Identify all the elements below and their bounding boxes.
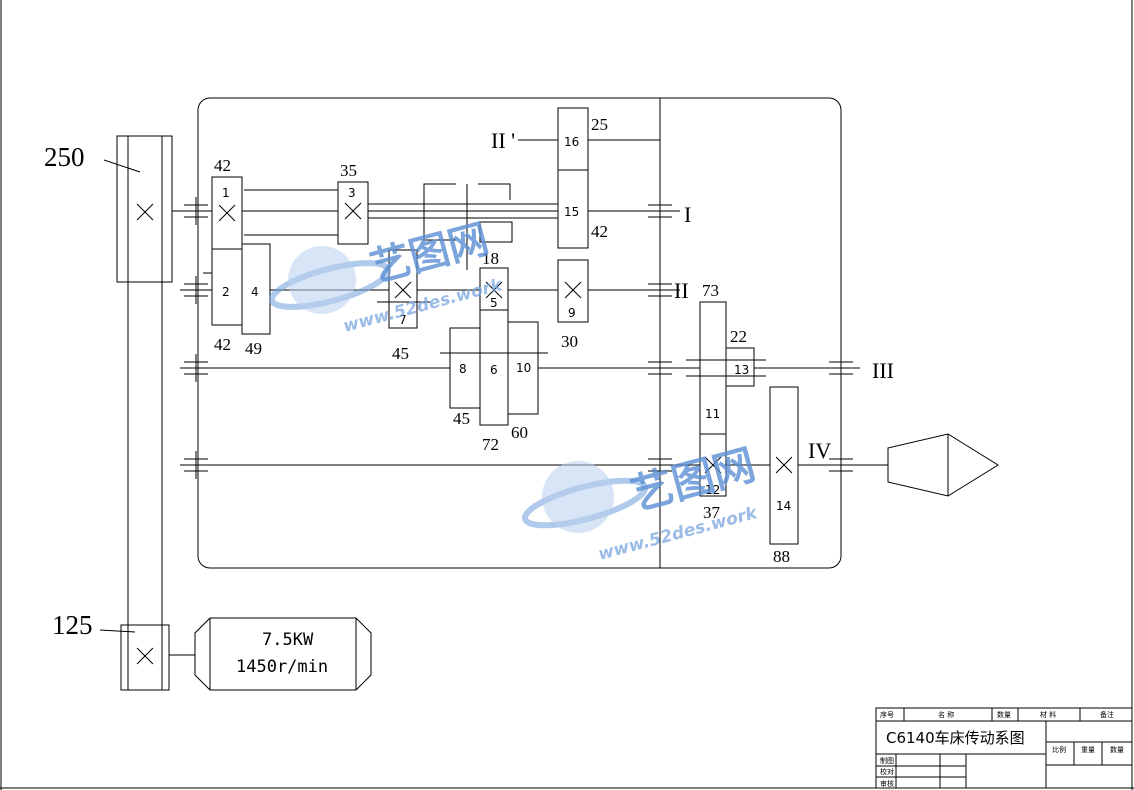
gear-6-id: 6 — [490, 363, 498, 377]
gear-16-teeth: 25 — [591, 115, 608, 134]
shaft-II-label: II — [674, 278, 689, 303]
watermark-1: 艺图网 www.52des.work — [268, 216, 506, 337]
belt-drive: 250 125 — [44, 135, 173, 691]
gear-16 — [557, 107, 589, 171]
gear-13-id: 13 — [734, 363, 749, 377]
gear-11-teeth: 73 — [702, 281, 719, 300]
gear-13-teeth: 22 — [730, 327, 747, 346]
pulley-250-label: 250 — [44, 142, 85, 172]
electric-motor: 7.5KW 1450r/min — [169, 617, 372, 691]
watermark-url-2: www.52des.work — [596, 503, 761, 565]
gear-4-teeth: 49 — [245, 339, 262, 358]
gear-6-teeth: 72 — [482, 435, 499, 454]
gear-10 — [507, 321, 539, 415]
gear-15-teeth: 42 — [591, 222, 608, 241]
gear-id-labels: 1 2 3 4 5 6 7 8 9 10 11 12 13 14 15 16 — [222, 135, 791, 513]
tb-header-material: 材 料 — [1040, 710, 1056, 719]
gear-16-id: 16 — [564, 135, 579, 149]
gear-11-id: 11 — [705, 407, 720, 421]
watermark-2: 艺图网 www.52des.work — [521, 440, 761, 565]
title-block: 序号 名 称 数量 材 料 备注 C6140车床传动系图 比例 重量 数量 制图… — [875, 707, 1133, 789]
tb-scale-label: 比例 — [1052, 745, 1066, 754]
gear-15 — [557, 169, 589, 249]
gearbox-housing — [197, 97, 842, 569]
gear-5 — [479, 267, 509, 311]
gear-3 — [337, 181, 369, 245]
gear-1-teeth: 42 — [214, 156, 231, 175]
tb-drawn-by: 制图 — [880, 756, 894, 765]
motor-speed: 1450r/min — [236, 657, 328, 677]
tb-header-qty: 数量 — [997, 710, 1011, 719]
gear-8-id: 8 — [459, 362, 467, 376]
gear-5-teeth: 18 — [482, 249, 499, 268]
gear-4 — [241, 243, 271, 335]
gear-15-id: 15 — [564, 205, 579, 219]
gear-14-id: 14 — [776, 499, 791, 513]
gear-9-teeth: 30 — [561, 332, 578, 351]
gear-5-id: 5 — [490, 296, 498, 310]
gear-8-teeth: 45 — [453, 409, 470, 428]
gear-8 — [449, 327, 481, 409]
shaft-IV-label: IV — [808, 438, 831, 463]
gears — [211, 107, 799, 545]
gear-9 — [557, 259, 589, 323]
tb-count-label: 数量 — [1110, 745, 1124, 754]
gear-1-id: 1 — [222, 186, 230, 200]
tb-header-notes: 备注 — [1100, 710, 1114, 719]
gear-10-teeth: 60 — [511, 423, 528, 442]
drawing-title: C6140车床传动系图 — [886, 729, 1025, 747]
watermark-cn-1: 艺图网 — [366, 216, 494, 291]
pulley-125-label: 125 — [52, 610, 93, 640]
gear-7-id: 7 — [399, 313, 407, 327]
clutch — [423, 183, 513, 270]
tb-weight-label: 重量 — [1081, 746, 1095, 754]
motor-power: 7.5KW — [262, 630, 314, 650]
gear-6 — [479, 309, 509, 426]
gear-14-teeth: 88 — [773, 547, 790, 566]
gear-3-teeth: 35 — [340, 161, 357, 180]
shaft-III-label: III — [872, 358, 894, 383]
gear-9-id: 9 — [568, 306, 576, 320]
gear-3-id: 3 — [348, 186, 356, 200]
shaft-I-label: I — [684, 202, 691, 227]
gear-7-teeth: 45 — [392, 344, 409, 363]
tb-approved-by: 审核 — [880, 779, 894, 788]
spindle-chuck — [887, 433, 999, 497]
gear-13 — [725, 347, 755, 387]
tb-header-index: 序号 — [880, 710, 894, 719]
gear-11 — [699, 301, 727, 435]
tooth-counts: 42 42 35 49 18 72 45 45 30 60 73 37 22 8… — [214, 115, 790, 566]
gear-2-id: 2 — [222, 285, 230, 299]
bearings — [184, 197, 853, 479]
shaft-II-prime-label: II ' — [491, 128, 515, 153]
tb-header-name: 名 称 — [938, 710, 954, 719]
gear-2-teeth: 42 — [214, 335, 231, 354]
tb-checked-by: 校对 — [880, 767, 894, 776]
gear-12-teeth: 37 — [703, 503, 721, 522]
gear-7 — [388, 249, 418, 329]
gear-10-id: 10 — [516, 361, 531, 375]
shaft-labels: I II II ' III IV — [491, 128, 894, 463]
gear-4-id: 4 — [251, 285, 259, 299]
gear-12-id: 12 — [705, 483, 720, 497]
